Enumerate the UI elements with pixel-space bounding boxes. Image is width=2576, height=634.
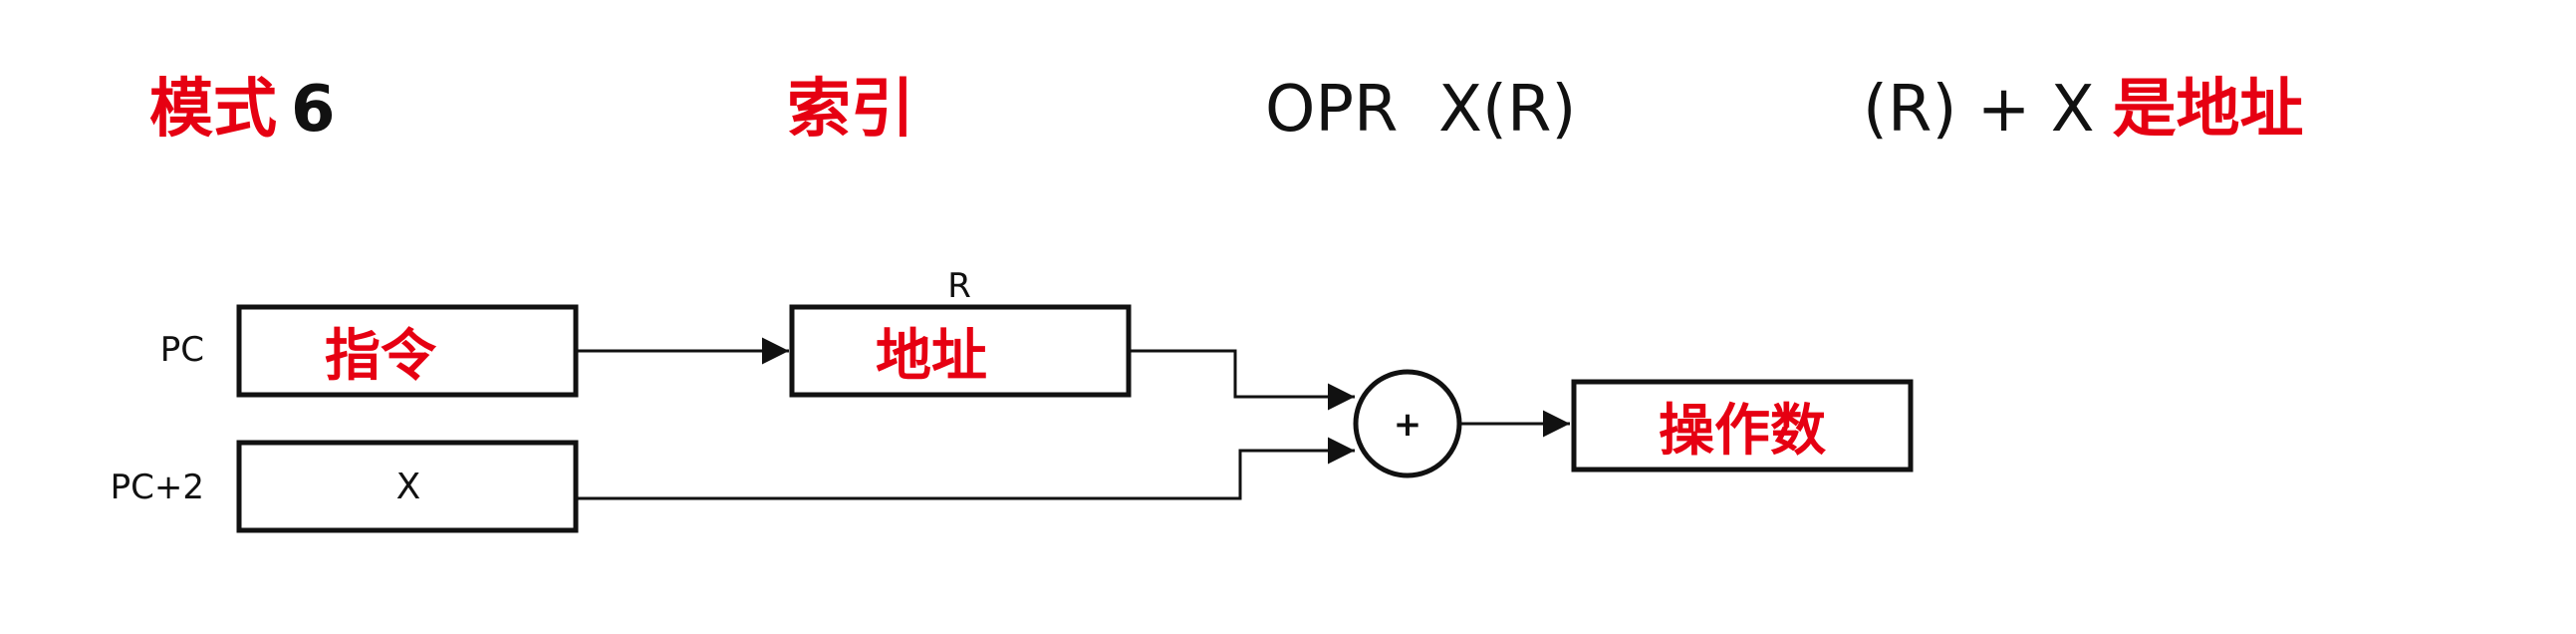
operand-box (1571, 379, 1914, 473)
adder-symbol: + (1394, 405, 1422, 445)
index-to-adder-arrow (576, 437, 1355, 500)
address-box-label: 地址 (876, 324, 987, 389)
pc2-label: PC+2 (111, 468, 204, 507)
operand-box-label: 操作数 (1659, 399, 1826, 464)
mode-number: 6 (291, 73, 336, 147)
pc-label: PC (160, 330, 204, 370)
register-label: R (947, 266, 971, 306)
instruction-box-label: 指令 (325, 324, 437, 389)
mode-label: 模式 (149, 73, 277, 147)
mode-name-label: 索引 (787, 73, 914, 147)
x-box (236, 440, 579, 533)
formula-text: (R) + X (1863, 73, 2095, 147)
x-box-label: X (396, 467, 421, 507)
formula-suffix: 是地址 (2112, 73, 2304, 147)
assembler-syntax: OPR X(R) (1265, 62, 1576, 158)
register-to-adder-arrow (1129, 349, 1355, 411)
syntax-text: OPR X(R) (1265, 73, 1577, 147)
mode-name: 索引 (787, 62, 914, 158)
